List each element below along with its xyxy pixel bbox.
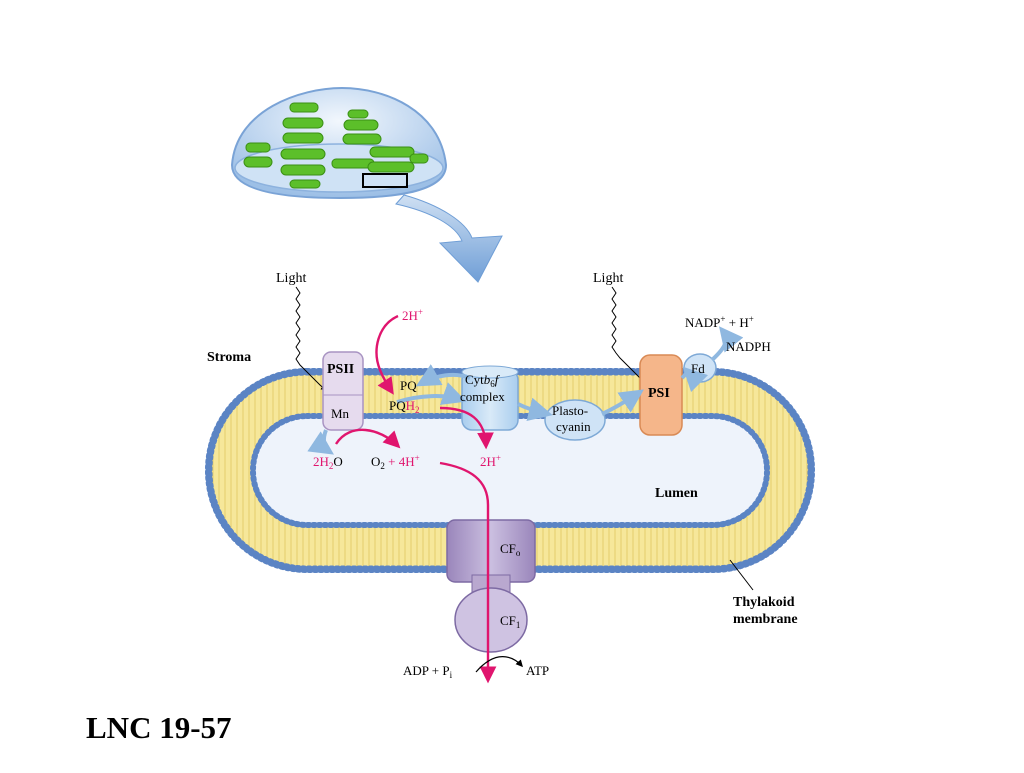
oxygen-proton-label: O2 + 4H+: [371, 453, 420, 471]
water-label: 2H2O: [313, 454, 343, 471]
zoom-arrow: [395, 194, 503, 283]
psii-label: PSII: [327, 362, 354, 377]
atp-synthesis-arrow: [475, 656, 523, 673]
mn-label: Mn: [331, 406, 350, 421]
membrane-pointer: [729, 559, 754, 591]
electron-flow: [307, 326, 744, 455]
adp-label: ADP + Pi: [403, 663, 453, 680]
thylakoid-label-line1: Thylakoid: [733, 595, 795, 610]
light-label-left: Light: [276, 271, 306, 286]
proton-stroma-label: 2H+: [402, 307, 423, 323]
cytochrome-b6f-complex: [461, 365, 519, 431]
psi-label: PSI: [648, 386, 670, 401]
slide-caption: LNC 19-57: [86, 710, 232, 745]
pqh2-label: PQH2: [389, 398, 420, 415]
plastocyanin-line1: Plasto-: [552, 403, 588, 418]
cfo-label: CFo: [500, 541, 521, 558]
cyt-label-line1: Cytb6f: [465, 372, 501, 389]
light-arrow-right: [611, 286, 649, 386]
plastocyanin-line2: cyanin: [556, 419, 591, 434]
light-label-right: Light: [593, 271, 623, 286]
stroma-label: Stroma: [207, 350, 251, 365]
atp-label: ATP: [526, 663, 549, 678]
lumen-label: Lumen: [655, 486, 698, 501]
selection-box: [362, 173, 408, 188]
fd-label: Fd: [691, 361, 705, 376]
cf1-label: CF1: [500, 613, 520, 630]
proton-flow: [334, 314, 497, 684]
nadp-label: NADP+ + H+: [685, 314, 754, 330]
thylakoid-label-line2: membrane: [733, 612, 798, 627]
light-arrow-left: [295, 286, 327, 391]
psii-complex: [322, 351, 364, 431]
pq-label: PQ: [400, 378, 417, 393]
cyt-label-line2: complex: [460, 389, 505, 404]
nadph-label: NADPH: [726, 339, 771, 354]
atp-synthase: [446, 519, 536, 653]
chloroplast-icon: [230, 86, 448, 200]
proton-lumen-label: 2H+: [480, 453, 501, 469]
